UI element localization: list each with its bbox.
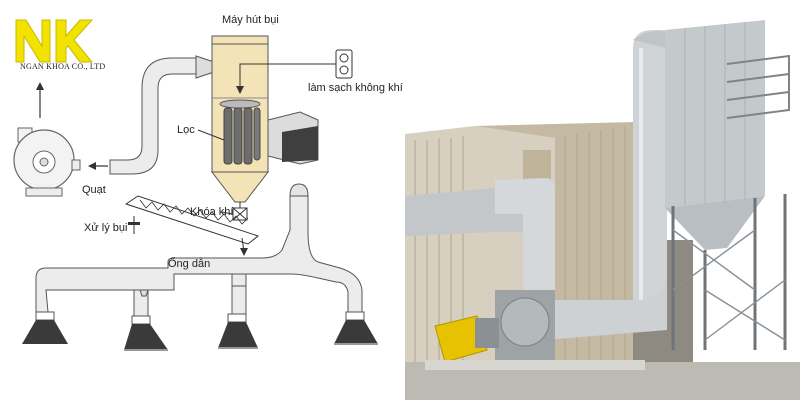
inlet-box [267, 111, 319, 165]
filter-bags [219, 99, 261, 165]
label-fan: Quạt [82, 184, 106, 196]
air-cleaning-line [236, 63, 338, 94]
label-filter: Lọc [177, 124, 195, 136]
suction-hood-4 [334, 311, 378, 345]
label-air-lock: Khóa khí [190, 206, 234, 218]
air-cleaning-valve-icon [335, 49, 353, 79]
company-logo-mark [12, 14, 94, 66]
label-air-cleaning: làm sạch không khí [308, 82, 403, 94]
suction-hood-2 [124, 315, 168, 351]
airlock-leader-line [221, 211, 233, 215]
flow-arrow-to-fan [88, 162, 108, 170]
dust-collector-diagram: NGAN KHOA CO., LTD [0, 0, 403, 400]
baghouse-body [665, 20, 790, 350]
exhaust-up-arrow [36, 82, 44, 118]
filter-leader-line [197, 129, 225, 141]
horizontal-duct [405, 178, 555, 300]
label-dust-handling: Xử lý bụi [84, 222, 128, 234]
duct-network [35, 183, 363, 317]
dust-drop-icon [128, 216, 140, 234]
screw-conveyor [124, 195, 260, 256]
diagram-drawing [13, 35, 378, 351]
fan-icon [13, 127, 81, 197]
label-dust-collector: Máy hút bụi [222, 14, 279, 26]
installation-photo [405, 0, 800, 400]
company-name: NGAN KHOA CO., LTD [20, 62, 106, 71]
concrete-pad [425, 360, 645, 370]
installation-photo-drawing [405, 0, 800, 400]
return-duct [109, 57, 203, 175]
label-duct: Ống dẫn [168, 258, 211, 270]
suction-hood-3 [218, 313, 258, 349]
fan-unit [434, 290, 555, 363]
suction-hood-1 [22, 311, 68, 344]
